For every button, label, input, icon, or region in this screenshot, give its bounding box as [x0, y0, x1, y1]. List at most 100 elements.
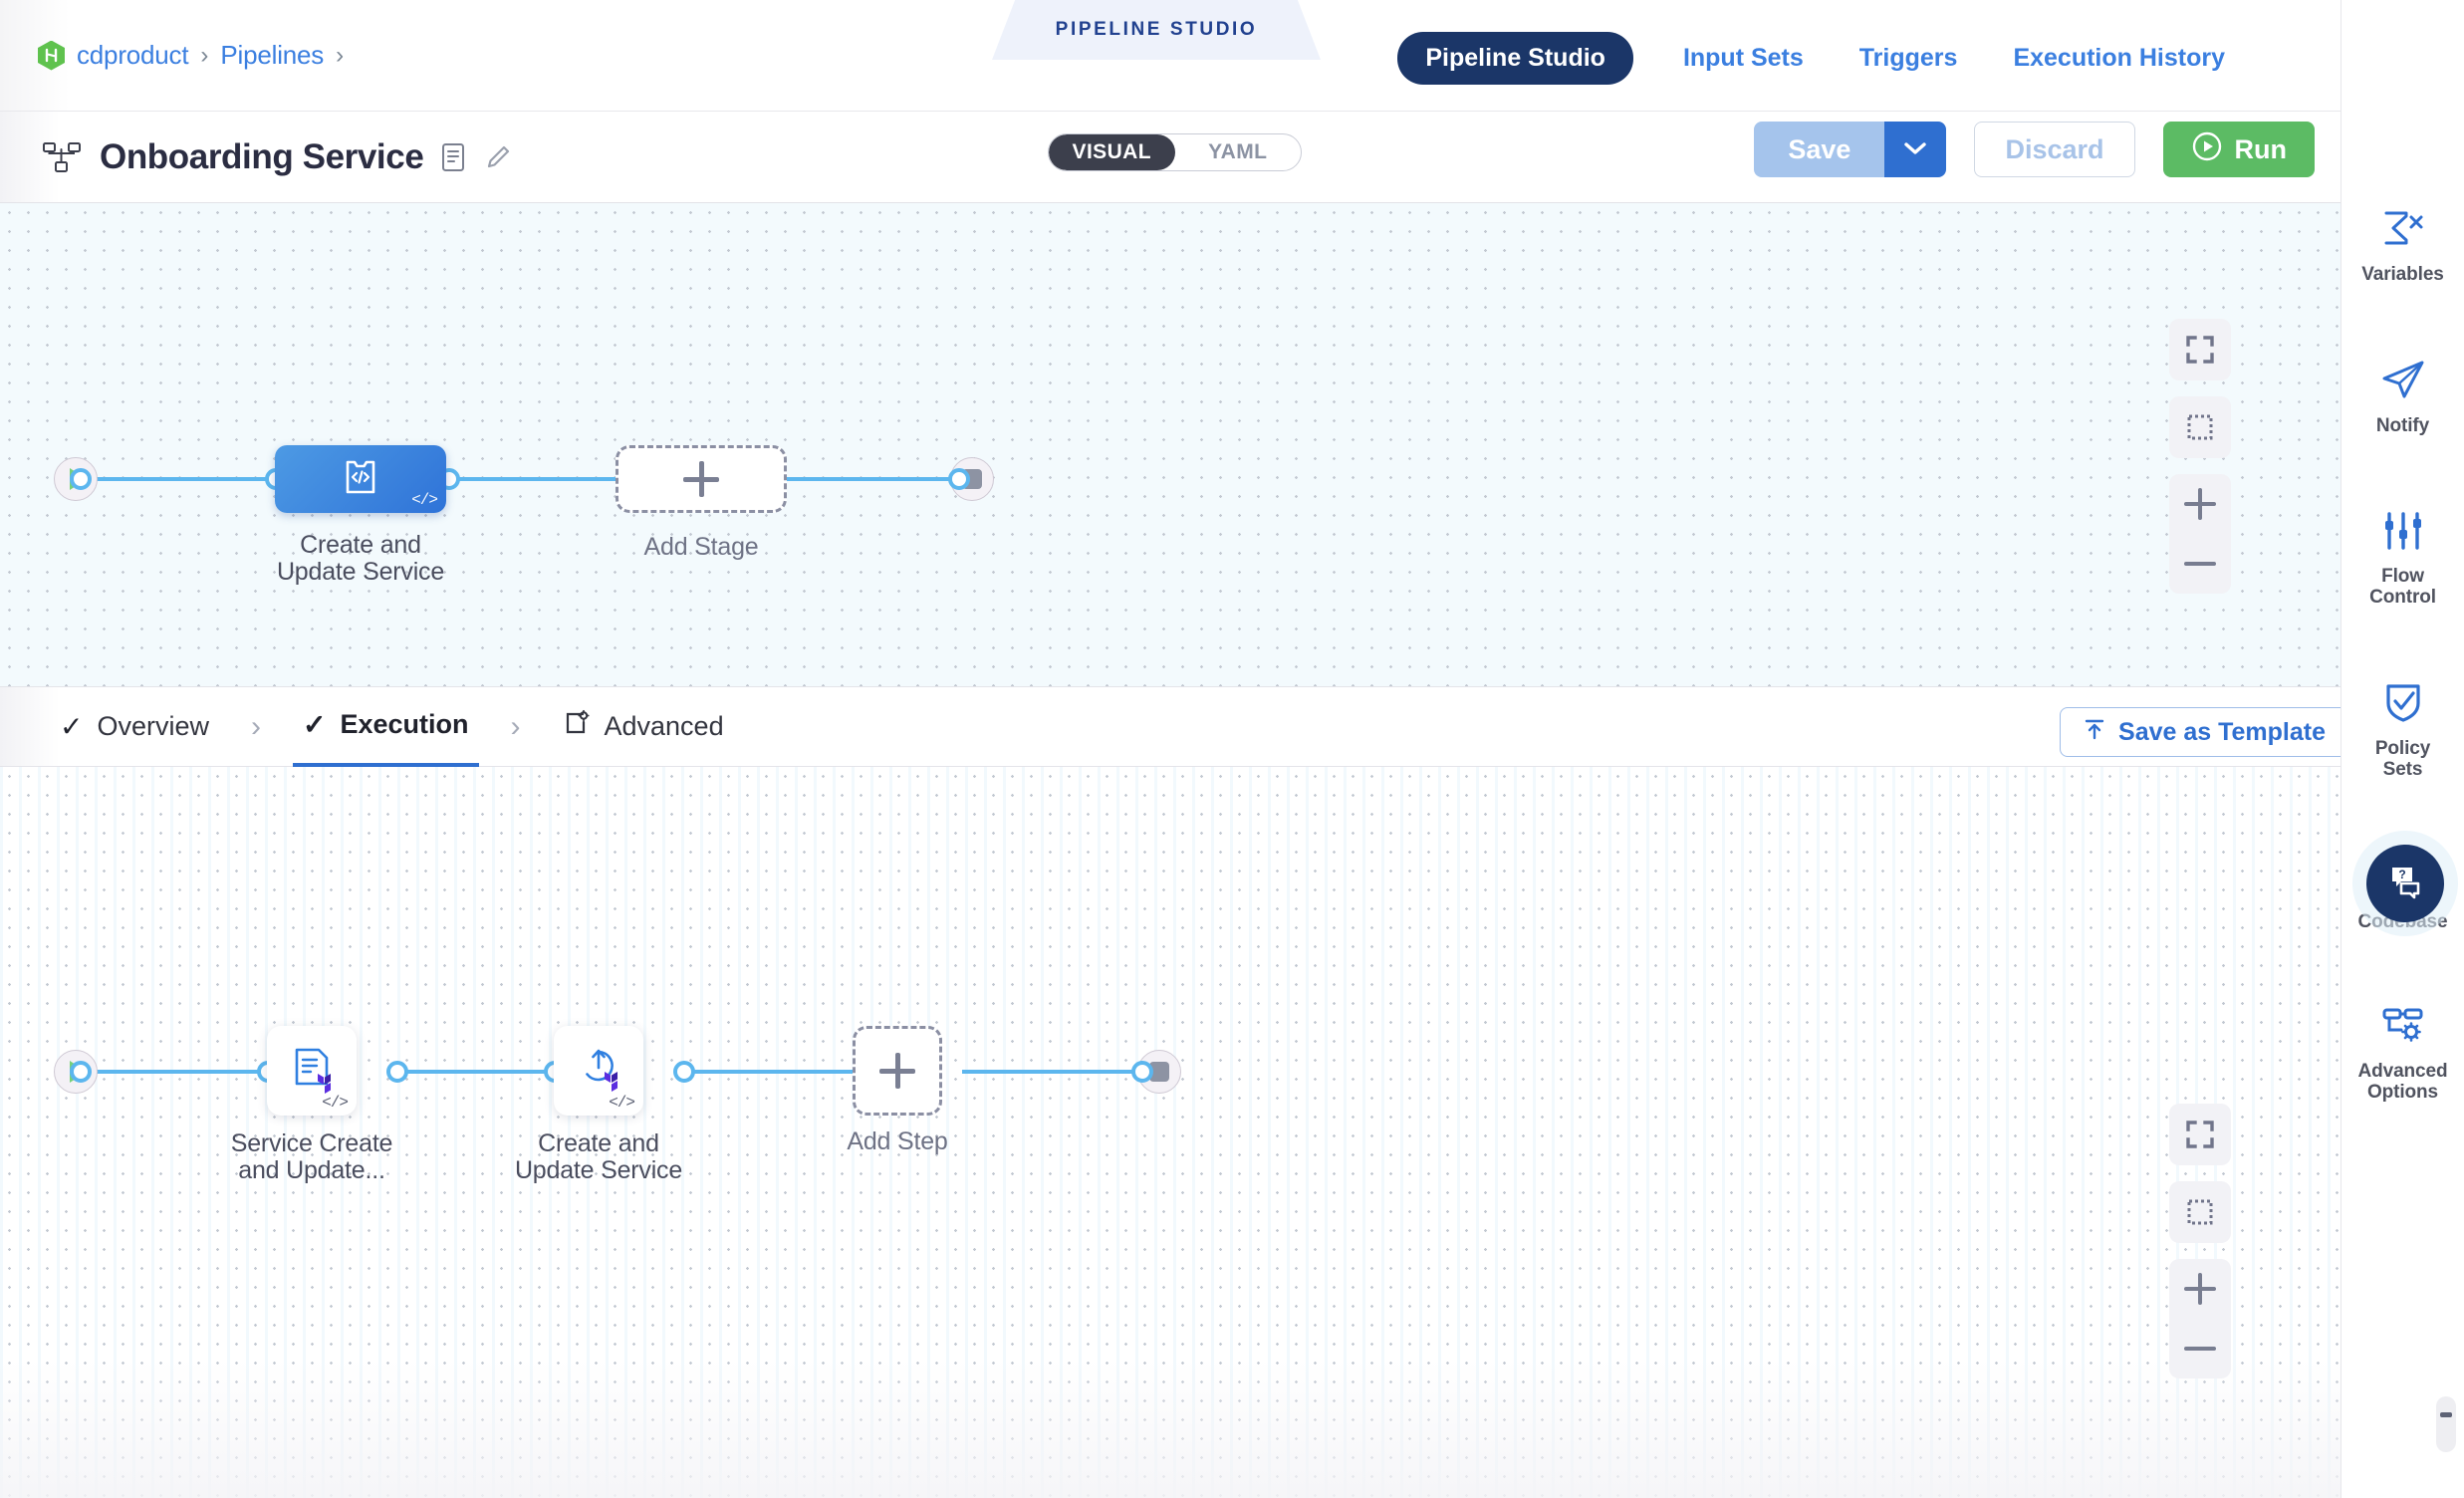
- zoom-controls[interactable]: [2169, 474, 2231, 594]
- right-sidebar: Variables Notify Flow Control: [2341, 0, 2464, 1498]
- save-button[interactable]: Save: [1754, 122, 1885, 177]
- step-canvas-controls: [2169, 1104, 2231, 1378]
- port-step2-out: [673, 1061, 695, 1083]
- port-end-in: [948, 468, 970, 490]
- discard-button[interactable]: Discard: [1974, 122, 2135, 177]
- run-button[interactable]: Run: [2162, 122, 2315, 177]
- help-chat-icon: ?: [2385, 864, 2425, 904]
- add-stage-node[interactable]: [616, 445, 787, 513]
- breadcrumb: cdproduct › Pipelines ›: [38, 40, 344, 71]
- pipeline-title-bar: Onboarding Service: [0, 112, 2341, 203]
- advanced-options-icon: [2379, 1006, 2427, 1051]
- selection-box-icon[interactable]: [2169, 396, 2231, 458]
- selection-box-icon[interactable]: [2169, 1181, 2231, 1243]
- sidebar-item-policy-sets[interactable]: Policy Sets: [2341, 681, 2464, 781]
- edge-addstep-to-end: [962, 1070, 1141, 1074]
- tab-pipeline-studio[interactable]: Pipeline Studio: [1397, 32, 1633, 85]
- harness-logo-icon: [38, 40, 65, 71]
- sidebar-item-variables[interactable]: Variables: [2341, 209, 2464, 285]
- tab-advanced-label: Advanced: [604, 711, 724, 741]
- stop-end-icon: [1149, 1062, 1169, 1082]
- tab-advanced[interactable]: Advanced: [553, 686, 734, 767]
- step-node-label-2-line2: Update Service: [514, 1156, 683, 1184]
- tab-overview-label: Overview: [97, 711, 209, 741]
- sidebar-item-flow-control-label: Flow Control: [2369, 566, 2436, 609]
- edge-start-to-step1: [78, 1070, 277, 1074]
- step-canvas[interactable]: </> Service Create and Update... </> Cre…: [0, 767, 2341, 1498]
- tab-triggers[interactable]: Triggers: [1858, 44, 1958, 72]
- stage-tab-strip: ✓ Overview › ✓ Execution › Advanced: [0, 686, 2341, 767]
- pencil-edit-icon[interactable]: [483, 142, 513, 172]
- port-step1-out: [386, 1061, 408, 1083]
- sidebar-policy-sets-line1: Policy: [2374, 738, 2431, 760]
- stage-node-label-line2: Update Service: [276, 558, 445, 586]
- svg-text:?: ?: [2398, 868, 2405, 881]
- edge-start-to-stage: [78, 477, 277, 481]
- terraform-plan-icon: [287, 1044, 337, 1099]
- sidebar-advanced-options-line2: Options: [2366, 1082, 2439, 1104]
- stage-code-badge: </>: [411, 491, 438, 509]
- sidebar-scrollbar[interactable]: [2436, 1396, 2456, 1452]
- run-button-label: Run: [2234, 133, 2287, 164]
- description-icon[interactable]: [441, 142, 465, 172]
- main-nav-tabs: Pipeline Studio Input Sets Triggers Exec…: [1397, 32, 2231, 85]
- sigma-variables-icon: [2380, 209, 2426, 254]
- zoom-in-icon[interactable]: [2169, 474, 2231, 534]
- zoom-out-icon[interactable]: [2169, 1319, 2231, 1378]
- stage-node-create-and-update-service[interactable]: </>: [275, 445, 446, 513]
- sidebar-advanced-options-line1: Advanced: [2357, 1060, 2448, 1082]
- zoom-controls[interactable]: [2169, 1259, 2231, 1378]
- custom-stage-icon: [338, 454, 383, 505]
- tab-input-sets[interactable]: Input Sets: [1682, 44, 1804, 72]
- pipeline-studio-tag-label: PIPELINE STUDIO: [1055, 19, 1258, 40]
- sidebar-item-policy-sets-label: Policy Sets: [2375, 738, 2430, 781]
- shield-check-icon: [2381, 681, 2425, 728]
- tab-separator-icon: ›: [251, 709, 261, 743]
- add-stage-label: Add Stage: [643, 533, 759, 561]
- advanced-gear-doc-icon: [563, 709, 591, 744]
- tab-execution-history[interactable]: Execution History: [2013, 44, 2225, 72]
- fit-to-screen-icon[interactable]: [2169, 319, 2231, 380]
- view-mode-toggle[interactable]: VISUAL YAML: [1048, 133, 1302, 171]
- step-node-label-2-line1: Create and: [538, 1129, 659, 1157]
- help-button[interactable]: ?: [2366, 845, 2444, 922]
- sidebar-item-notify[interactable]: Notify: [2341, 359, 2464, 436]
- stage-canvas-controls: [2169, 319, 2231, 594]
- sidebar-item-advanced-options[interactable]: Advanced Options: [2341, 1006, 2464, 1104]
- sidebar-item-notify-label: Notify: [2375, 415, 2430, 437]
- edge-step1-to-step2: [396, 1070, 556, 1074]
- tab-separator-icon: ›: [510, 709, 521, 743]
- zoom-in-icon[interactable]: [2169, 1259, 2231, 1319]
- save-as-template-label: Save as Template: [2118, 717, 2326, 746]
- stage-node-label: Create and Update Service: [245, 532, 476, 586]
- save-button-group: Save: [1754, 122, 1947, 177]
- sidebar-item-variables-label: Variables: [2361, 264, 2444, 285]
- zoom-out-icon[interactable]: [2169, 534, 2231, 594]
- pipeline-title-group: Onboarding Service: [42, 137, 513, 177]
- view-mode-yaml[interactable]: YAML: [1208, 140, 1268, 163]
- sidebar-item-flow-control[interactable]: Flow Control: [2341, 511, 2464, 609]
- breadcrumb-separator: ›: [336, 41, 345, 69]
- save-dropdown-button[interactable]: [1884, 122, 1947, 177]
- toolbar-actions: Save Discard Run: [1754, 122, 2360, 177]
- paper-plane-icon: [2380, 359, 2426, 405]
- check-icon: ✓: [60, 710, 84, 742]
- fit-to-screen-icon[interactable]: [2169, 1104, 2231, 1165]
- breadcrumb-separator: ›: [200, 41, 209, 69]
- tab-execution[interactable]: ✓ Execution: [293, 686, 479, 767]
- terraform-apply-icon: [574, 1044, 623, 1099]
- view-mode-visual[interactable]: VISUAL: [1049, 134, 1175, 170]
- edge-stage-to-add: [448, 477, 617, 481]
- stage-canvas[interactable]: </> Create and Update Service Add Stage: [0, 203, 2341, 686]
- play-circle-icon: [2191, 130, 2223, 169]
- tab-overview[interactable]: ✓ Overview: [50, 686, 219, 767]
- step-node-label-1-line1: Service Create: [230, 1129, 393, 1157]
- add-step-node[interactable]: [853, 1026, 942, 1116]
- sidebar-policy-sets-line2: Sets: [2382, 759, 2423, 781]
- breadcrumb-item-pipelines[interactable]: Pipelines: [220, 40, 325, 70]
- save-as-template-button[interactable]: Save as Template: [2060, 707, 2348, 757]
- step-node-service-create-and-update[interactable]: </>: [267, 1026, 357, 1116]
- step-node-create-and-update-service[interactable]: </>: [554, 1026, 643, 1116]
- breadcrumb-item-cdproduct[interactable]: cdproduct: [77, 40, 189, 70]
- stage-node-label-line1: Create and: [300, 531, 421, 559]
